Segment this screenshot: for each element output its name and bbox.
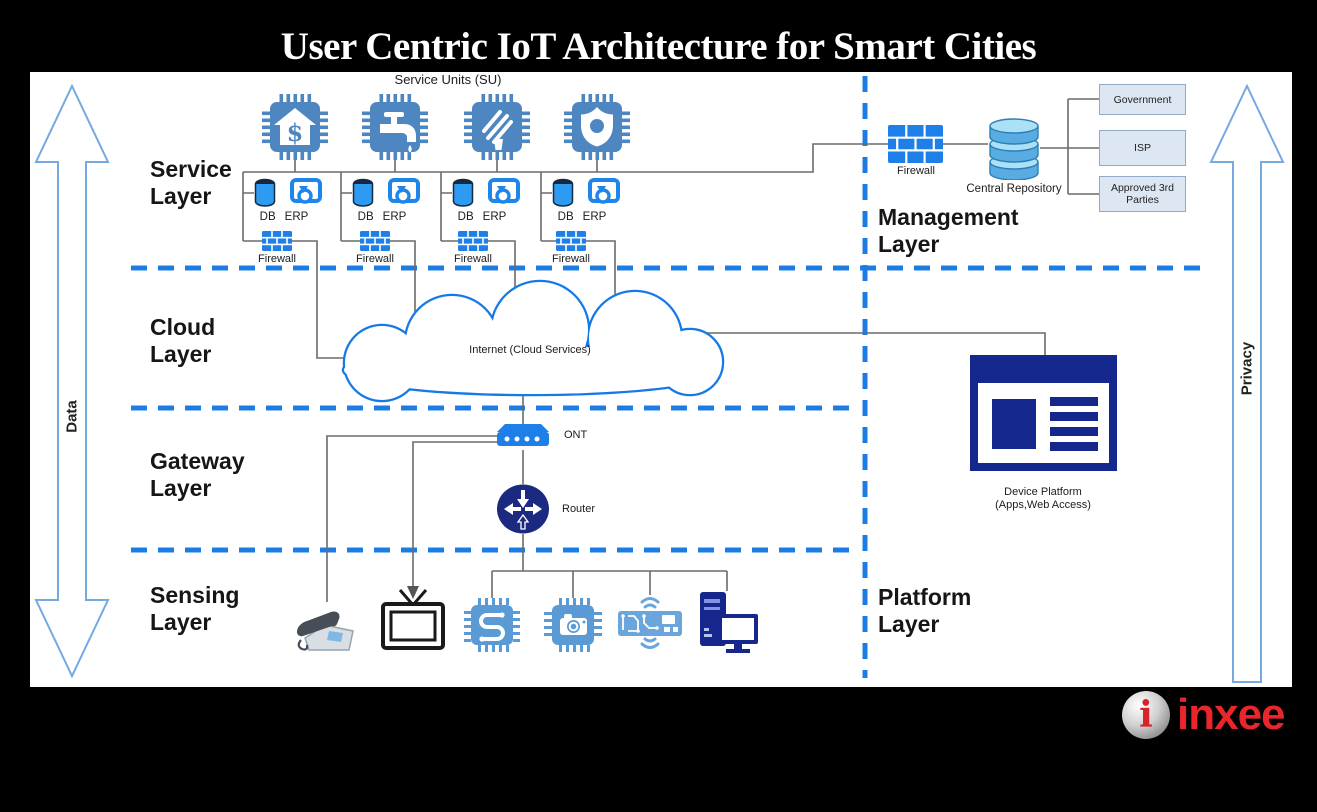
management-firewall-icon [888, 125, 943, 163]
connector-lines [242, 98, 1099, 602]
central-repository-label: Central Repository [966, 183, 1062, 195]
telephone-icon [297, 611, 354, 651]
firewall-icon [458, 231, 488, 251]
computer-icon [700, 592, 758, 653]
service-units-title: Service Units (SU) [394, 72, 502, 87]
erp-icon [388, 178, 420, 204]
device-platform-icon [970, 355, 1117, 471]
finance-chip-icon: $ [262, 94, 328, 160]
db-icon [254, 178, 276, 207]
db-icon [452, 178, 474, 207]
ont-icon [497, 424, 549, 446]
management-firewall-label: Firewall [897, 165, 935, 177]
water-chip-icon [362, 94, 428, 160]
erp-icon [488, 178, 520, 204]
government-box: Government [1099, 84, 1186, 115]
db-icon [552, 178, 574, 207]
firewall-label: Firewall [552, 253, 590, 265]
svg-text:$: $ [287, 118, 304, 147]
central-repository-icon [989, 118, 1039, 180]
erp-icon [588, 178, 620, 204]
inxee-logo: i inxee [1122, 690, 1286, 740]
inxee-logo-text: inxee [1177, 690, 1286, 739]
privacy-arrow-label: Privacy [1238, 341, 1256, 396]
cloud-shape [341, 279, 725, 403]
approved-3rd-parties-box: Approved 3rd Parties [1099, 176, 1186, 212]
router-icon [497, 484, 549, 534]
isp-box: ISP [1099, 130, 1186, 166]
firewall-label: Firewall [454, 253, 492, 265]
page-title: User Centric IoT Architecture for Smart … [280, 25, 1037, 68]
data-arrow [34, 83, 110, 679]
firewall-icon [556, 231, 586, 251]
ont-label: ONT [564, 429, 588, 441]
cloud-label: Internet (Cloud Services) [469, 344, 591, 356]
firewall-label: Firewall [258, 253, 296, 265]
energy-chip-icon [464, 94, 530, 160]
security-chip-icon [564, 94, 630, 160]
circuit-board-icon [618, 597, 682, 649]
firewall-icon [360, 231, 390, 251]
television-icon [381, 589, 445, 650]
sensor-chip-icon [464, 598, 520, 652]
device-platform-label: Device Platform (Apps,Web Access) [995, 486, 1091, 511]
camera-chip-icon [544, 598, 602, 652]
privacy-arrow [1209, 83, 1285, 683]
tv-line-arrowhead [407, 586, 419, 599]
firewall-label: Firewall [356, 253, 394, 265]
db-icon [352, 178, 374, 207]
firewall-icon [262, 231, 292, 251]
inxee-logo-badge: i [1122, 691, 1170, 739]
router-label: Router [562, 503, 596, 515]
diagram-background [34, 76, 1285, 683]
erp-icon [290, 178, 322, 204]
data-arrow-label: Data [63, 400, 81, 433]
